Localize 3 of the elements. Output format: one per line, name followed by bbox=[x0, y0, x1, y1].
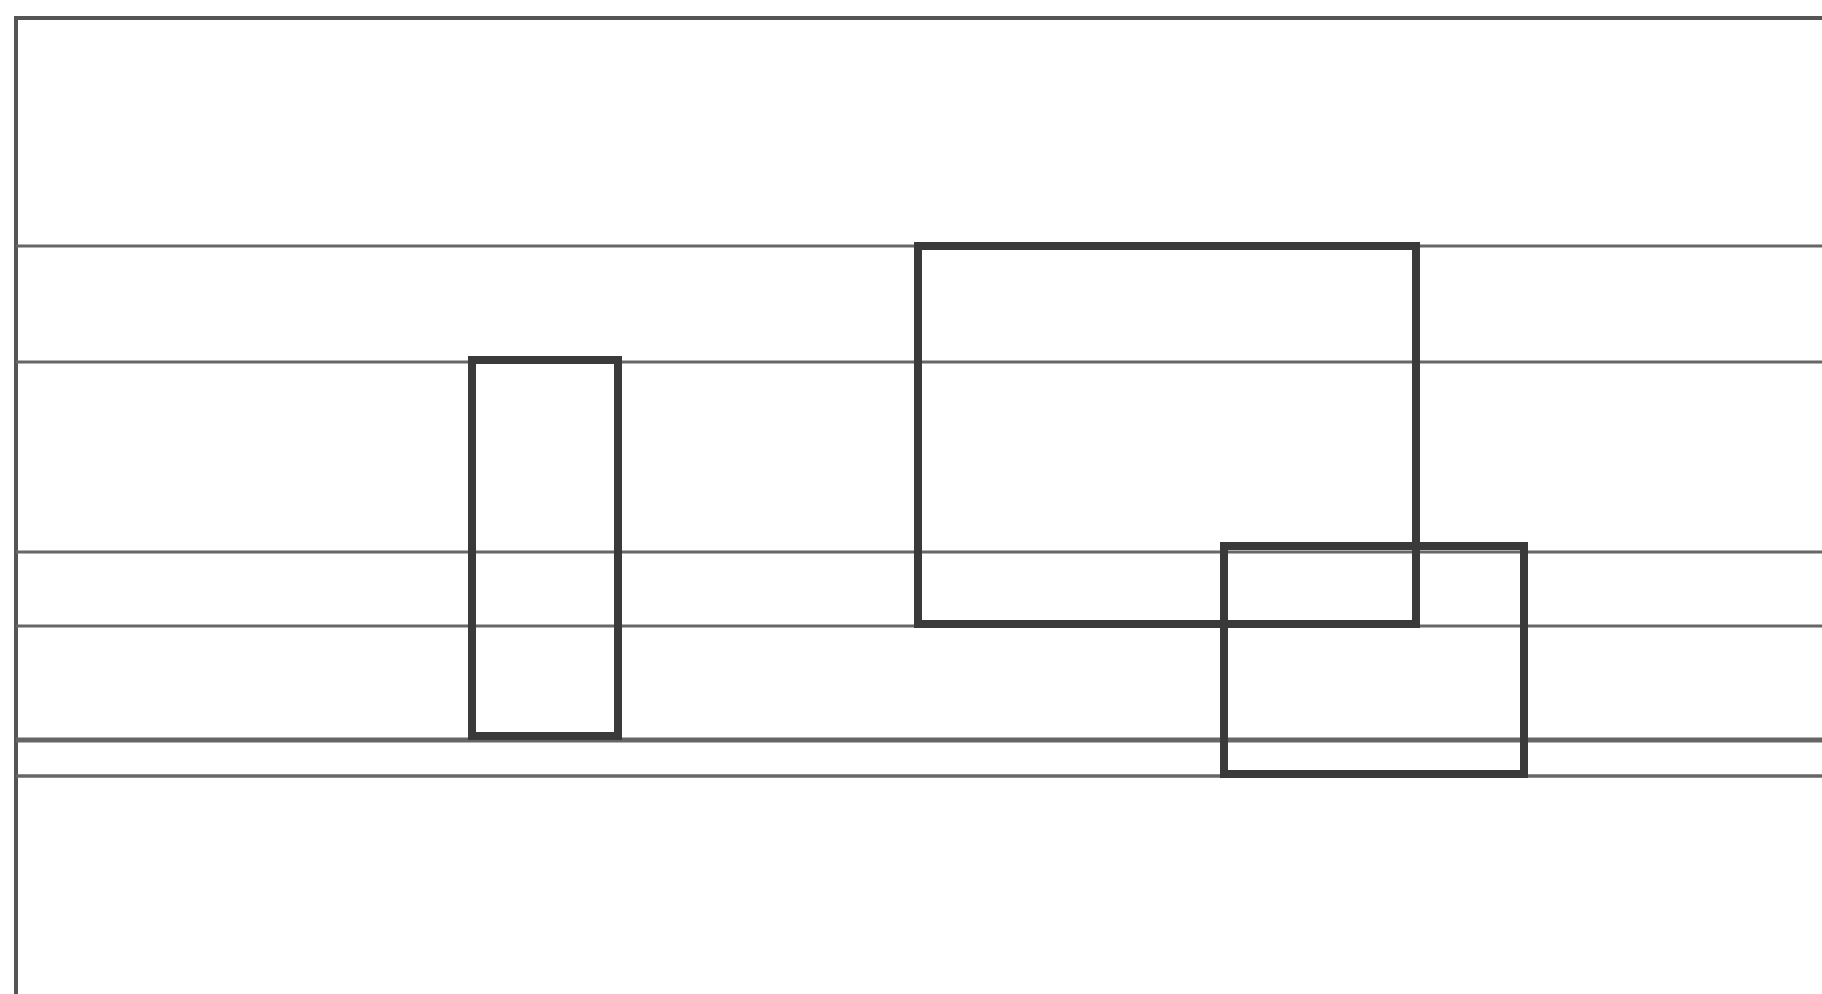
rectangle-outline bbox=[468, 356, 622, 740]
rectangle-outline bbox=[1220, 542, 1528, 778]
rectangle-outline bbox=[914, 242, 1420, 628]
